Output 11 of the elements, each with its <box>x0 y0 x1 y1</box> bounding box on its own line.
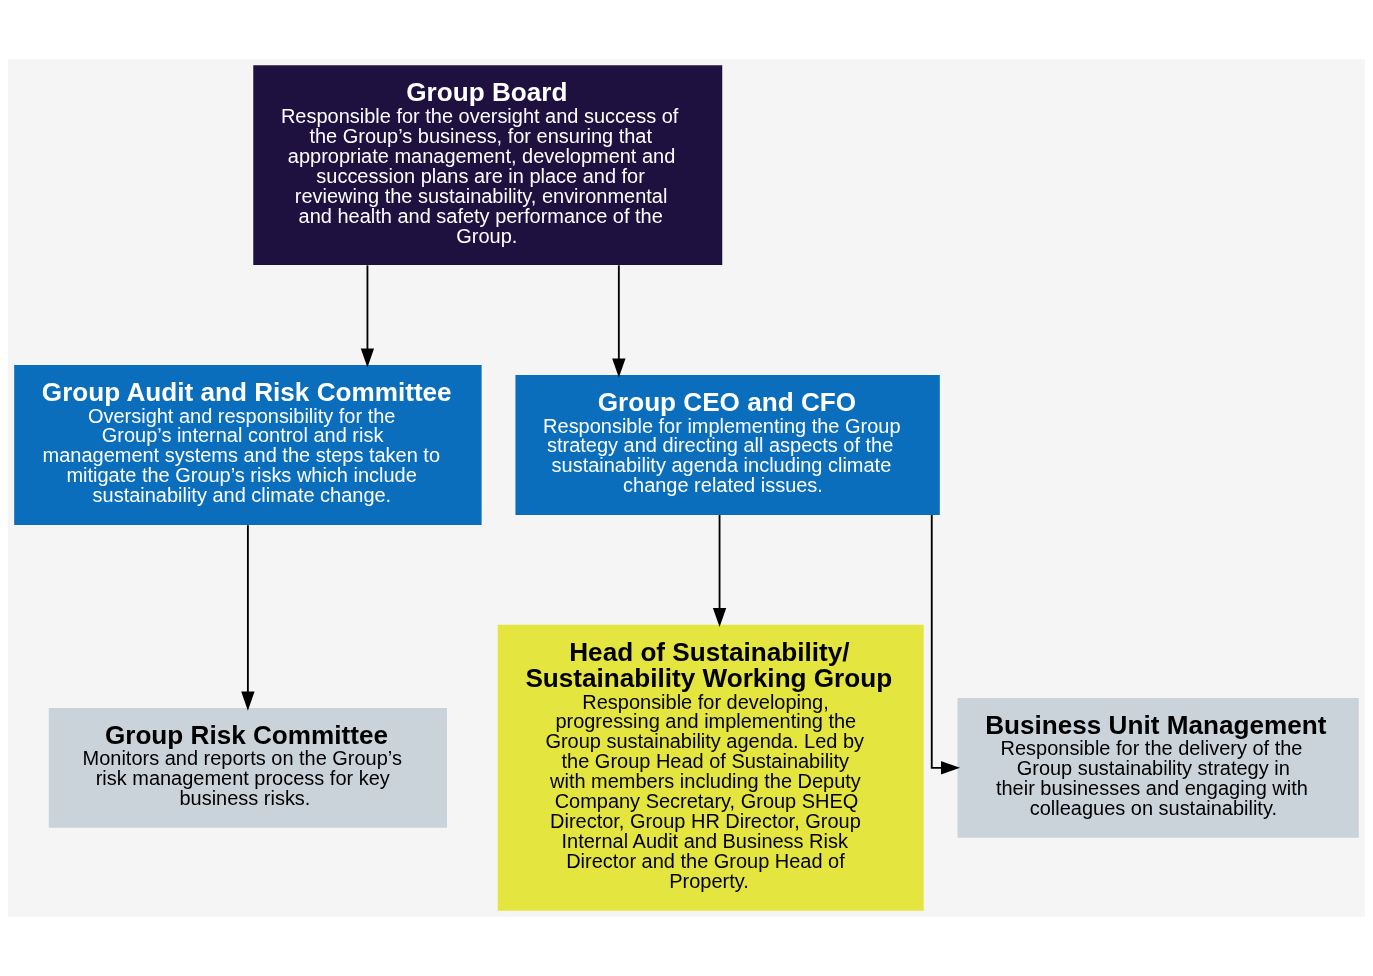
node-box: Head of Sustainability/ Sustainability Working Group Responsible for developing, progressing and implementing the Group sustainability agenda. Led by the Group Head of Sustainability with members including the Deputy Company Secretary, Group SHEQ Director, Group HR Director, Group Internal Audit and Business Risk Director and the Group Head of Property. <box>497 624 924 911</box>
arrow <box>930 514 961 775</box>
node-box: Business Unit Management Responsible for the delivery of the Group sustainability strategy in their businesses and engaging with colleagues on sustainability. <box>957 697 1359 838</box>
arrow <box>712 514 727 628</box>
node-box: Group Risk Committee Monitors and reports on the Group’s risk management process for key business risks. <box>48 707 447 828</box>
arrow <box>612 264 626 378</box>
node-box: Group Board Responsible for the oversight and success of the Group’s business, for ensuring that appropriate management, development and succession plans are in place and for reviewing the sustainability, environmental and health and safety performance of the Group. <box>253 65 723 266</box>
node-box: Group CEO and CFO Responsible for implementing the Group strategy and directing all aspects of the sustainability agenda including climate change related issues. <box>515 375 940 515</box>
arrow <box>241 524 255 711</box>
arrow <box>360 264 375 368</box>
node-box: Group Audit and Risk Committee Oversight and responsibility for the Group’s internal control and risk management systems and the steps taken to mitigate the Group’s risks which include sustainability and climate change. <box>14 365 482 525</box>
